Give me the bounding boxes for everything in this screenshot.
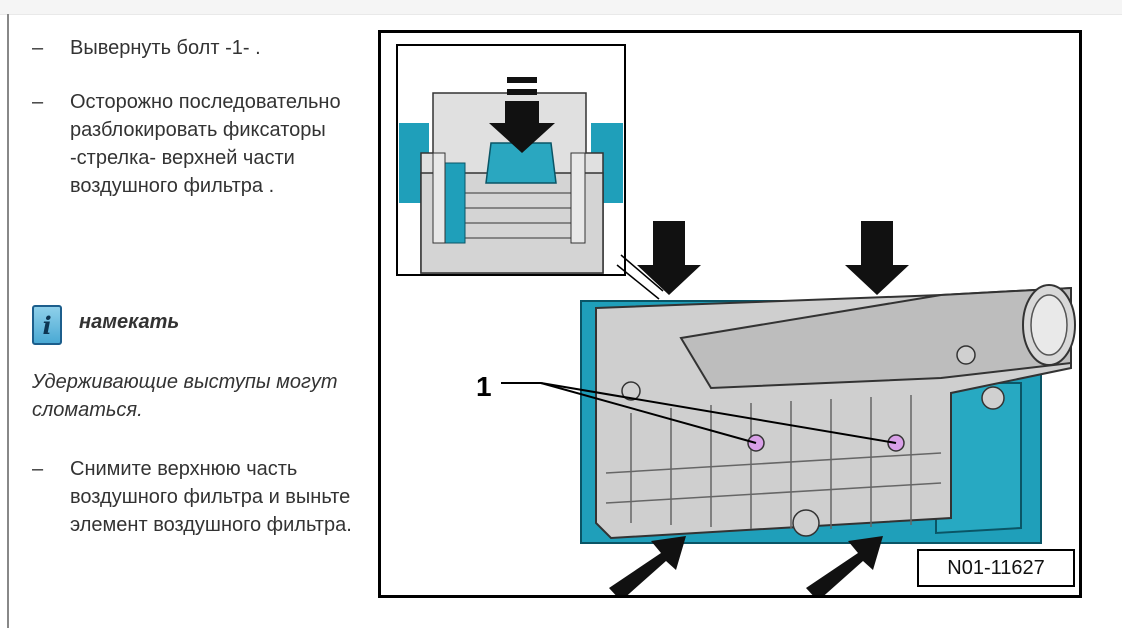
step-text: Осторожно последовательно разблокировать… (70, 91, 341, 197)
step-3: – Снимите верхнюю часть воздушного фильт… (32, 455, 370, 539)
callout-label-1: 1 (476, 371, 492, 402)
step-bullet: – (32, 37, 44, 59)
step-bullet: – (32, 91, 44, 113)
note-title: намекать (79, 311, 180, 333)
step-1: – Вывернуть болт -1- . (32, 34, 261, 62)
note-text: Удерживающие выступы могут сломаться. (32, 371, 338, 421)
top-bar (0, 0, 1122, 15)
air-filter-drawing (396, 44, 1076, 595)
step-2: – Осторожно последовательно разблокирова… (32, 88, 370, 200)
step-text: Вывернуть болт -1- . (70, 37, 261, 59)
step-text: Снимите верхнюю часть воздушного фильтра… (70, 458, 352, 536)
step-bullet: – (32, 458, 44, 480)
left-border-line (7, 14, 9, 628)
info-icon: i (32, 305, 62, 345)
figure-code: N01-11627 (917, 549, 1075, 587)
air-filter-illustration: 1 N01-11627 (378, 30, 1082, 598)
